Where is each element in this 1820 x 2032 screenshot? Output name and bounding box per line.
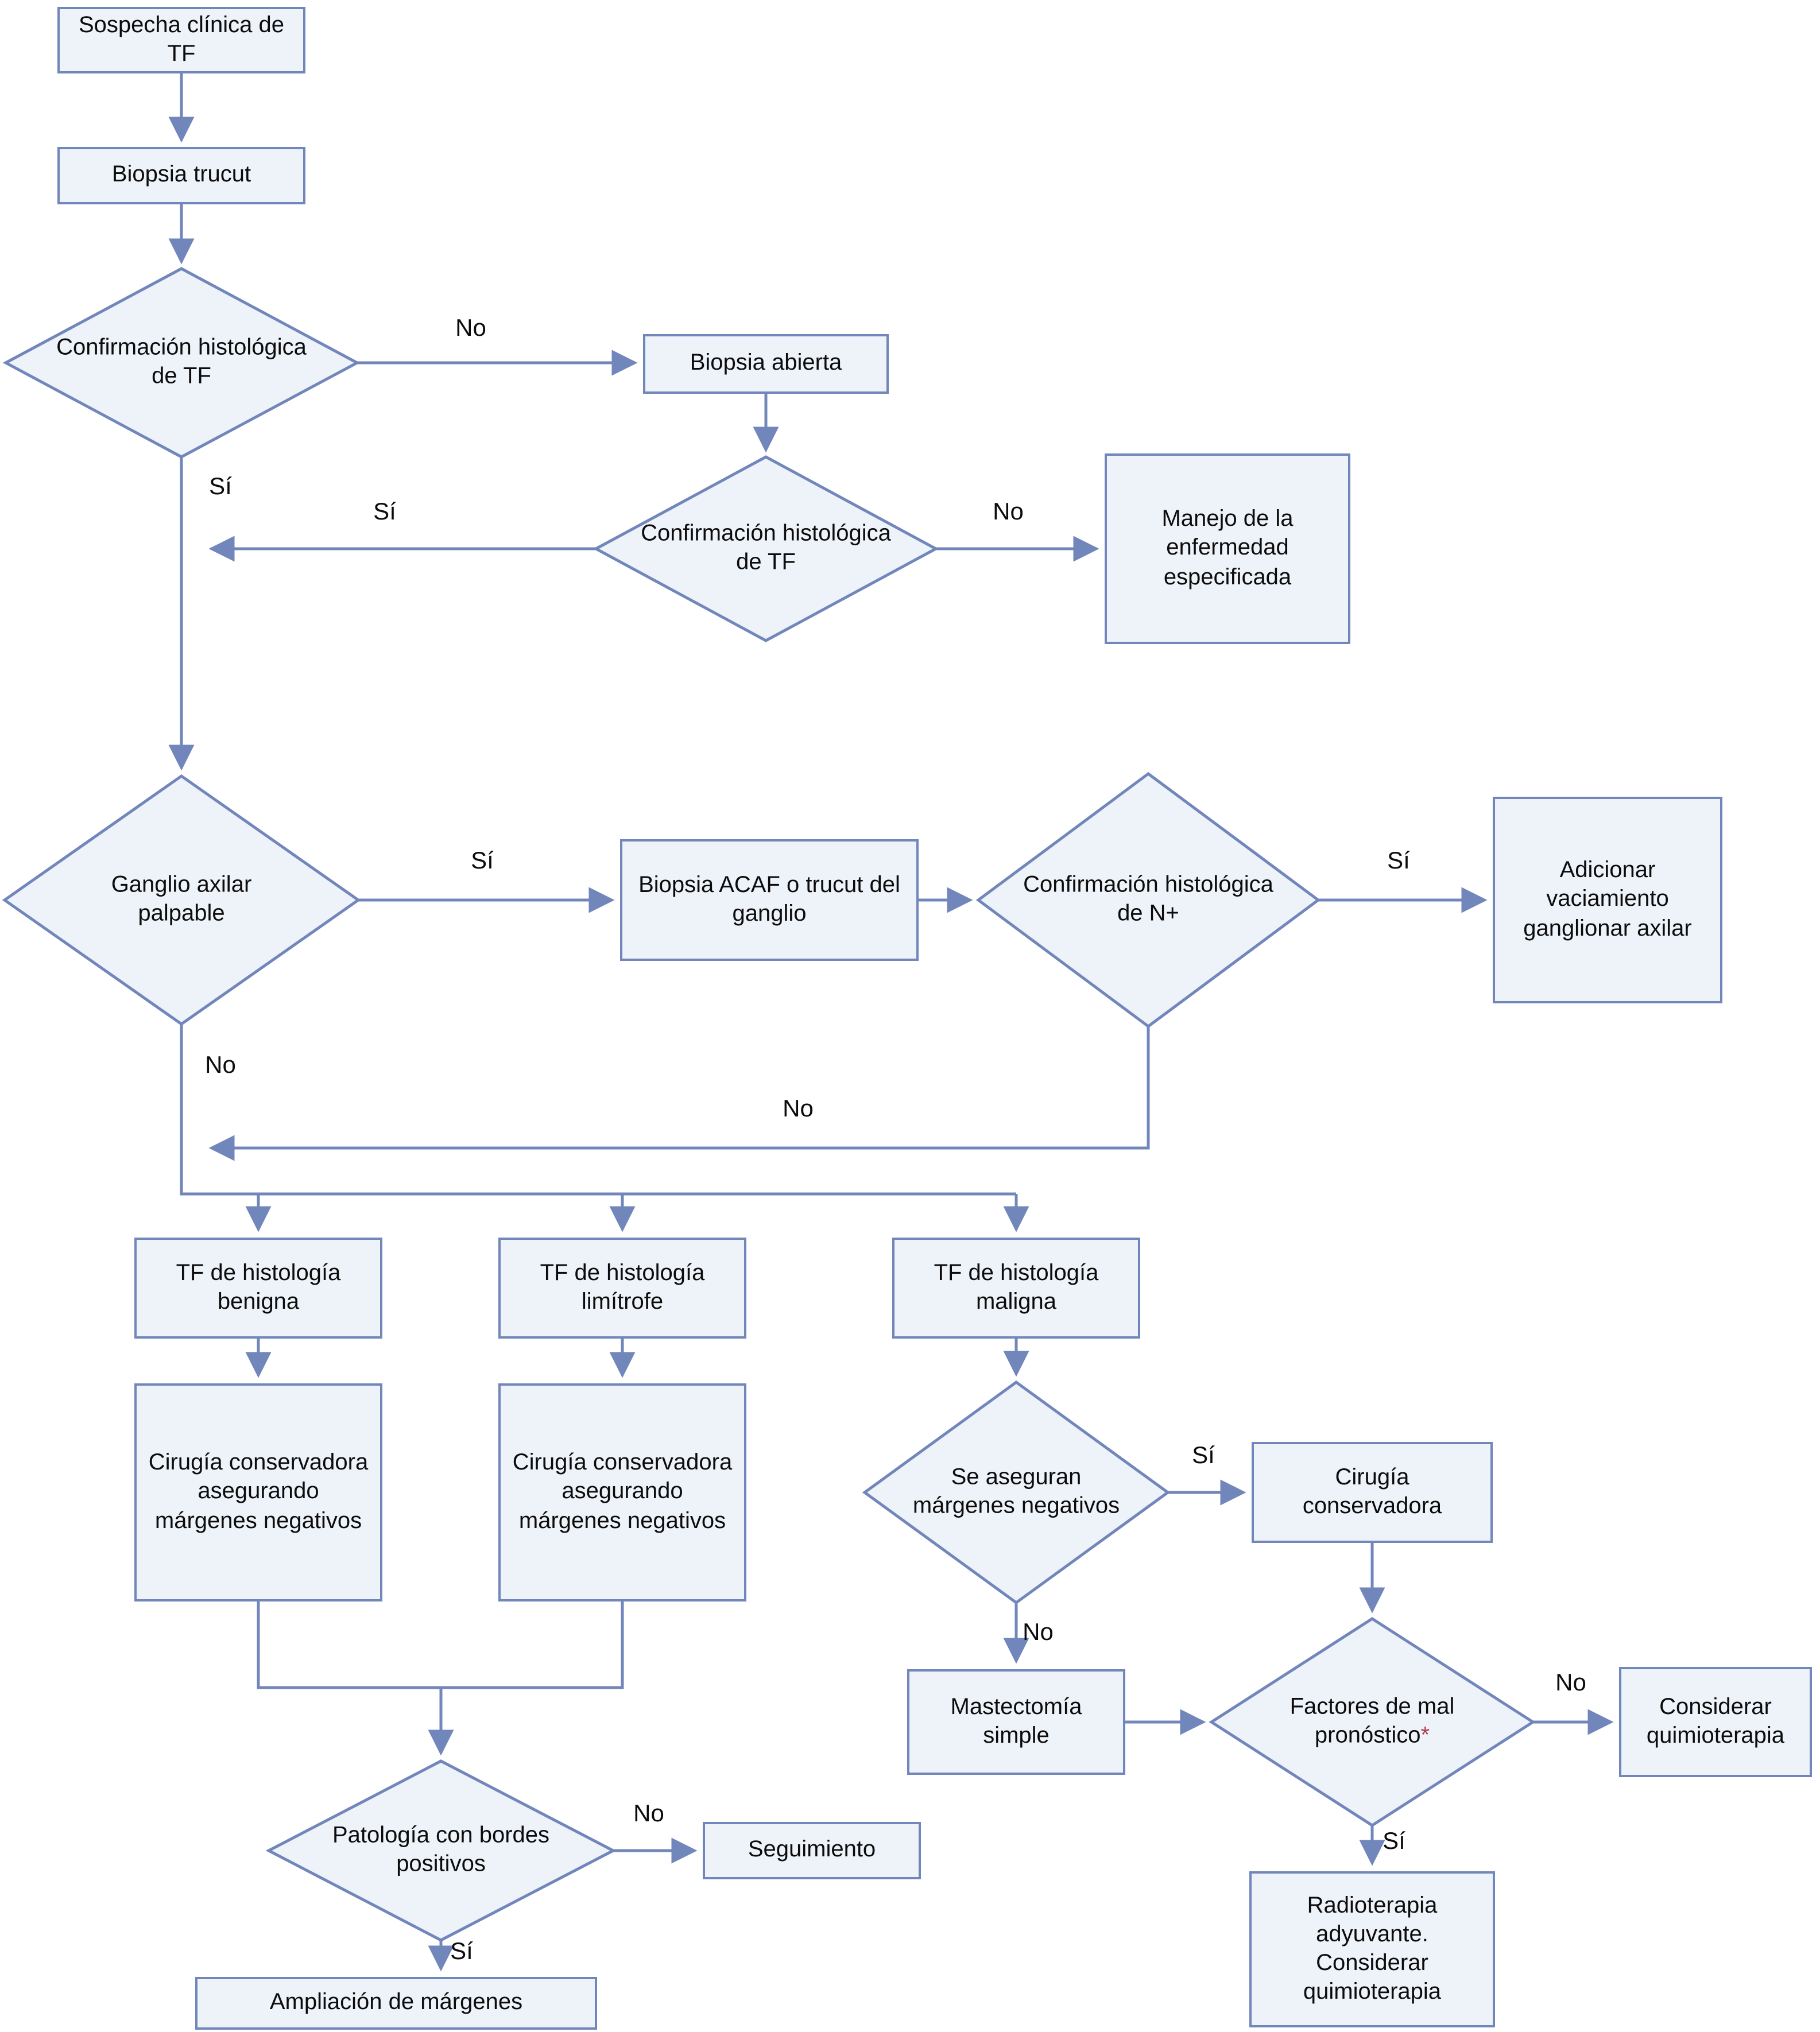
factores-asterisk: *: [1420, 1723, 1430, 1748]
node-manejo-enfermedad-label: Manejo de la enfermedad especificada: [1161, 506, 1294, 590]
node-seguimiento-label: Seguimiento: [748, 1837, 876, 1863]
node-biopsia-abierta-label: Biopsia abierta: [690, 350, 842, 376]
node-adicionar-vaciamiento: Adicionar vaciamiento ganglionar axilar: [1493, 797, 1722, 1003]
node-biopsia-acaf-label: Biopsia ACAF o trucut del ganglio: [638, 872, 900, 926]
edge-label-d3-si: Sí: [471, 848, 494, 874]
node-tf-benigna: TF de histología benigna: [134, 1238, 382, 1339]
node-radioterapia-adyuvante-label: Radioterapia adyuvante. Considerar quimi…: [1303, 1893, 1442, 2005]
edge-label-d2-no: No: [993, 499, 1024, 525]
node-sospecha-label: Sospecha clínica de TF: [78, 12, 284, 67]
node-considerar-quimioterapia: Considerar quimioterapia: [1619, 1667, 1812, 1777]
edge-label-d4-no: No: [783, 1096, 814, 1122]
edge-d4-no-return: [208, 1026, 1150, 1161]
node-cirugia-conservadora-1-label: Cirugía conservadora asegurando márgenes…: [148, 1450, 369, 1534]
node-tf-limitrofe-label: TF de histología limítrofe: [540, 1260, 705, 1314]
diamond-confirmacion-n-label: Confirmación histológica de N+: [1023, 872, 1273, 926]
node-tf-maligna: TF de histología maligna: [892, 1238, 1140, 1339]
edge-label-d2-si: Sí: [373, 499, 396, 525]
node-tf-maligna-label: TF de histología maligna: [934, 1260, 1099, 1314]
diamond-confirmacion-tf-2-label: Confirmación histológica de TF: [641, 521, 891, 575]
node-sospecha: Sospecha clínica de TF: [57, 7, 305, 73]
node-biopsia-trucut: Biopsia trucut: [57, 147, 305, 204]
node-seguimiento: Seguimiento: [703, 1822, 921, 1879]
factores-label-text: Factores de mal pronóstico: [1290, 1694, 1455, 1748]
node-adicionar-vaciamiento-label: Adicionar vaciamiento ganglionar axilar: [1523, 858, 1692, 941]
edge-label-d7-si: Sí: [1383, 1828, 1405, 1855]
edge-label-d3-no: No: [205, 1052, 236, 1079]
node-biopsia-acaf: Biopsia ACAF o trucut del ganglio: [620, 839, 919, 961]
node-radioterapia-adyuvante: Radioterapia adyuvante. Considerar quimi…: [1249, 1871, 1495, 2027]
diamond-margenes-negativos-label: Se aseguran márgenes negativos: [912, 1464, 1120, 1519]
edge-cirugia-merge: [257, 1601, 624, 1689]
node-cirugia-conservadora-maligna-label: Cirugía conservadora: [1302, 1464, 1442, 1519]
diamond-confirmacion-tf-1-label: Confirmación histológica de TF: [56, 335, 307, 389]
node-ampliacion-margenes-label: Ampliación de márgenes: [269, 1990, 523, 2015]
edge-label-d7-no: No: [1555, 1670, 1586, 1696]
node-cirugia-conservadora-2-label: Cirugía conservadora asegurando márgenes…: [512, 1450, 733, 1534]
diamond-ganglio-axilar-label: Ganglio axilar palpable: [111, 872, 252, 926]
node-tf-limitrofe: TF de histología limítrofe: [498, 1238, 746, 1339]
node-considerar-quimioterapia-label: Considerar quimioterapia: [1646, 1694, 1785, 1748]
node-ampliacion-margenes: Ampliación de márgenes: [195, 1977, 597, 2030]
node-cirugia-conservadora-1: Cirugía conservadora asegurando márgenes…: [134, 1383, 382, 1601]
edge-label-d1-si: Sí: [209, 474, 232, 500]
edge-label-d6-si: Sí: [1192, 1442, 1215, 1469]
edge-label-d1-no: No: [455, 315, 486, 342]
node-biopsia-abierta: Biopsia abierta: [643, 334, 889, 394]
edge-label-d6-no: No: [1023, 1619, 1054, 1646]
node-biopsia-trucut-label: Biopsia trucut: [111, 162, 251, 188]
edge-d3-no-distribution-bar: [180, 1024, 1016, 1196]
node-manejo-enfermedad: Manejo de la enfermedad especificada: [1105, 453, 1350, 644]
diamond-factores-pronostico-label: Factores de mal pronóstico*: [1240, 1693, 1504, 1751]
node-cirugia-conservadora-2: Cirugía conservadora asegurando márgenes…: [498, 1383, 746, 1601]
edge-label-d5-si: Sí: [450, 1938, 473, 1965]
node-cirugia-conservadora-maligna: Cirugía conservadora: [1252, 1442, 1493, 1543]
node-tf-benigna-label: TF de histología benigna: [176, 1260, 341, 1314]
diamond-patologia-bordes-label: Patología con bordes positivos: [332, 1822, 550, 1877]
node-mastectomia-simple-label: Mastectomía simple: [950, 1694, 1082, 1748]
edge-label-d4-si: Sí: [1387, 848, 1410, 874]
node-mastectomia-simple: Mastectomía simple: [907, 1669, 1125, 1775]
edge-label-d5-no: No: [633, 1801, 664, 1827]
